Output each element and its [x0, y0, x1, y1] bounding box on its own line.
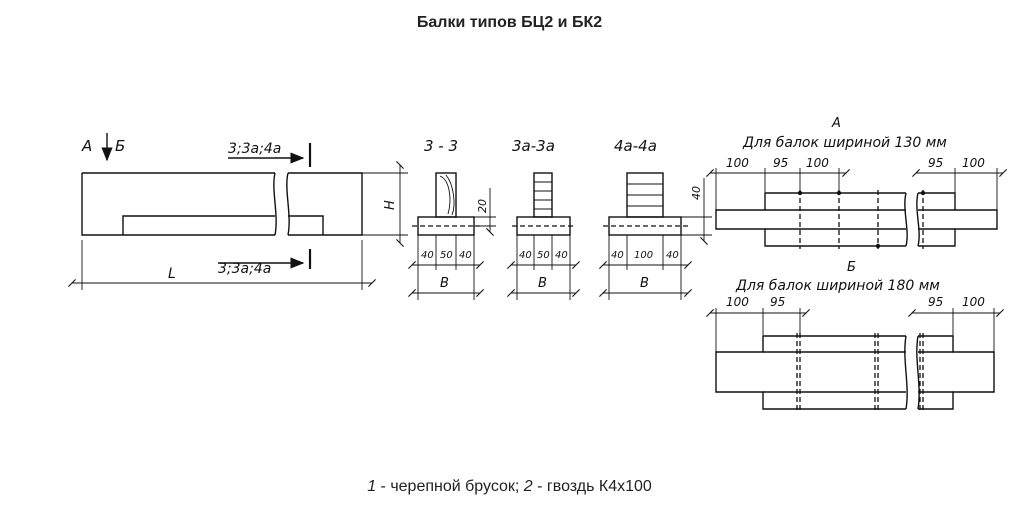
section-title: 3а-3а — [512, 137, 555, 155]
dim-95-left: 95 — [773, 156, 788, 170]
plan-label: Б — [847, 260, 856, 275]
view-b-label: Б — [115, 137, 125, 155]
dim-95-right: 95 — [928, 295, 943, 309]
dim-left: 40 — [611, 250, 624, 261]
section-title: 3 - 3 — [424, 137, 458, 155]
plan-b: Б Для балок шириной 180 мм 100 95 95 100 — [706, 260, 1004, 412]
dim-100-left: 100 — [726, 156, 749, 170]
plan-caption: Для балок шириной 180 мм — [735, 278, 940, 294]
width-label: B — [640, 276, 649, 291]
figure-title: Балки типов БЦ2 и БК2 — [416, 14, 603, 31]
dim-middle: 100 — [634, 250, 653, 261]
height-dim: 40 — [690, 186, 703, 200]
dim-100-left: 100 — [726, 295, 749, 309]
dim-95-left: 95 — [770, 295, 785, 309]
dim-100-right: 100 — [962, 295, 985, 309]
caption-num-2: 2 — [523, 478, 533, 495]
plan-a: А Для балок шириной 130 мм 100 95 100 95… — [706, 116, 1007, 249]
caption-text-2: - гвоздь К4х100 — [532, 478, 652, 495]
figure-caption: 1 - черепной брусок; 2 - гвоздь К4х100 — [0, 478, 1019, 496]
plan-caption: Для балок шириной 130 мм — [742, 135, 947, 151]
caption-text-1: - черепной брусок; — [376, 478, 524, 495]
section-3-3: 3 - 3 40 50 40 B 20 — [408, 137, 496, 300]
width-label: B — [538, 276, 547, 291]
section-3a-3a: 3а-3а 40 50 40 B — [507, 137, 580, 300]
section-mark-top: 3;3а;4а — [228, 141, 281, 157]
dim-right: 40 — [555, 250, 568, 261]
section-mark-bottom: 3;3а;4а — [218, 261, 271, 277]
dim-100-right: 100 — [962, 156, 985, 170]
height-dim: 20 — [476, 199, 489, 213]
section-4a-4a: 4а-4а 40 100 40 B 40 — [599, 137, 712, 300]
dim-middle: 50 — [440, 250, 453, 261]
dim-left: 40 — [421, 250, 434, 261]
dim-95-right: 95 — [928, 156, 943, 170]
width-label: B — [440, 276, 449, 291]
dim-middle: 50 — [537, 250, 550, 261]
section-title: 4а-4а — [614, 137, 657, 155]
view-a-label: А — [81, 137, 92, 155]
dim-left: 40 — [519, 250, 532, 261]
plan-label: А — [831, 116, 841, 131]
dim-100-mid: 100 — [806, 156, 829, 170]
dim-right: 40 — [666, 250, 679, 261]
side-view: А Б 3;3а;4а 3;3а;4а L Н — [68, 133, 408, 290]
caption-num-1: 1 — [367, 478, 377, 495]
dim-right: 40 — [459, 250, 472, 261]
length-label: L — [168, 266, 176, 282]
height-label: Н — [383, 200, 398, 210]
